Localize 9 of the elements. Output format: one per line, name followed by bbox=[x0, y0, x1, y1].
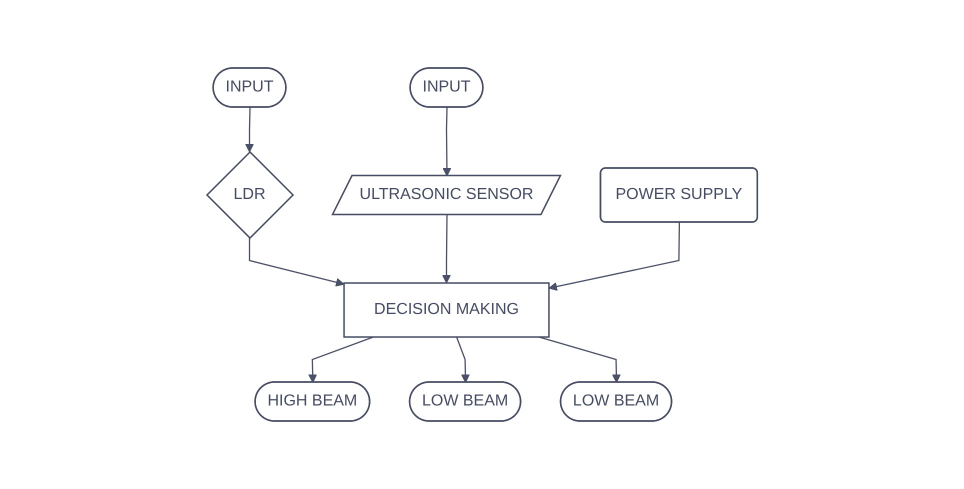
node-diamond: LDR bbox=[206, 150, 294, 240]
arrow bbox=[308, 336, 374, 383]
arrow bbox=[456, 336, 470, 383]
arrow bbox=[442, 107, 452, 176]
arrow bbox=[244, 107, 254, 152]
arrow bbox=[548, 222, 680, 291]
arrow bbox=[248, 238, 344, 287]
node-box: DECISION MAKING bbox=[343, 282, 550, 338]
arrow bbox=[442, 214, 451, 284]
